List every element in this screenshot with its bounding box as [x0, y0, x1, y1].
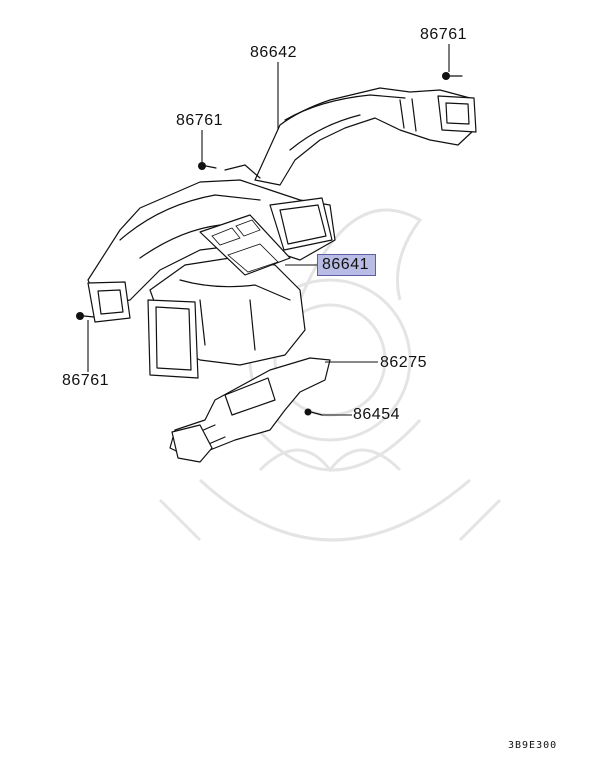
- screw-icon-86454: [304, 408, 323, 416]
- screw-icon-top: [442, 72, 463, 80]
- part-label-86641: 86641: [317, 254, 376, 276]
- part-label-86761-mid: 86761: [176, 112, 223, 129]
- diagram-code: 3B9E300: [508, 740, 558, 751]
- part-label-86642: 86642: [250, 44, 297, 61]
- heater-unit: [147, 257, 306, 379]
- part-label-86454: 86454: [353, 406, 400, 423]
- leader-lines: [87, 44, 450, 416]
- filter-86641: [199, 214, 291, 276]
- part-label-86761-left: 86761: [62, 372, 109, 389]
- upper-duct-86642: [254, 87, 477, 186]
- screw-icon-mid: [198, 162, 217, 170]
- part-label-86761-top: 86761: [420, 26, 467, 43]
- screw-icon-left: [76, 312, 95, 320]
- lower-duct-86275: [169, 357, 331, 463]
- part-label-86275: 86275: [380, 354, 427, 371]
